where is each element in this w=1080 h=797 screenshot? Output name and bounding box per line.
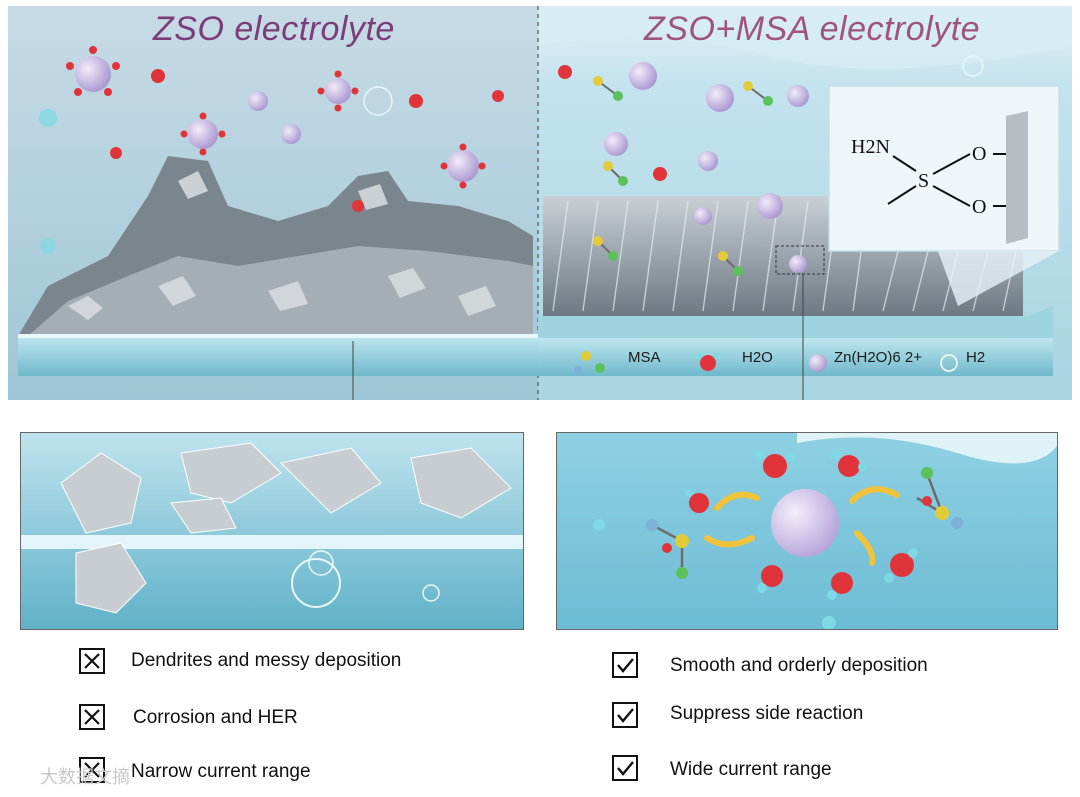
left-criterion-3: Narrow current range — [131, 761, 311, 783]
check-box-icon — [612, 702, 638, 728]
central-zinc-ion-icon — [771, 489, 839, 557]
left-criterion-2: Corrosion and HER — [133, 707, 298, 729]
legend-hydrogen-label: H2 — [966, 349, 985, 366]
right-panel-title: ZSO+MSA electrolyte — [644, 10, 980, 49]
cross-box-icon — [79, 648, 105, 674]
structure-sulfur: S — [918, 170, 929, 193]
legend-msa-label: MSA — [628, 349, 661, 366]
right-zoom-panel — [556, 432, 1058, 630]
check-box-icon — [612, 755, 638, 781]
left-zoom-panel — [20, 432, 524, 630]
right-zoom-artwork — [557, 433, 1058, 630]
left-panel-title: ZSO electrolyte — [153, 10, 395, 49]
left-criterion-1: Dendrites and messy deposition — [131, 650, 401, 672]
watermark: 大数据文摘 — [40, 763, 130, 789]
top-panel-artwork — [8, 6, 1072, 400]
structure-oxygen-bottom: O — [972, 196, 986, 219]
legend-water-label: H2O — [742, 349, 773, 366]
right-criterion-3: Wide current range — [670, 759, 832, 781]
top-panel: ZSO electrolyte ZSO+MSA electrolyte H2N … — [8, 6, 1072, 400]
structure-oxygen-top: O — [972, 143, 986, 166]
left-zoom-artwork — [21, 433, 524, 630]
right-criterion-2: Suppress side reaction — [670, 703, 863, 725]
right-criterion-1: Smooth and orderly deposition — [670, 655, 928, 677]
structure-amine: H2N — [851, 136, 890, 159]
legend-zinc-ion-label: Zn(H2O)6 2+ — [834, 349, 922, 366]
water-molecule-icon — [700, 355, 716, 371]
check-box-icon — [612, 652, 638, 678]
cross-box-icon — [79, 704, 105, 730]
